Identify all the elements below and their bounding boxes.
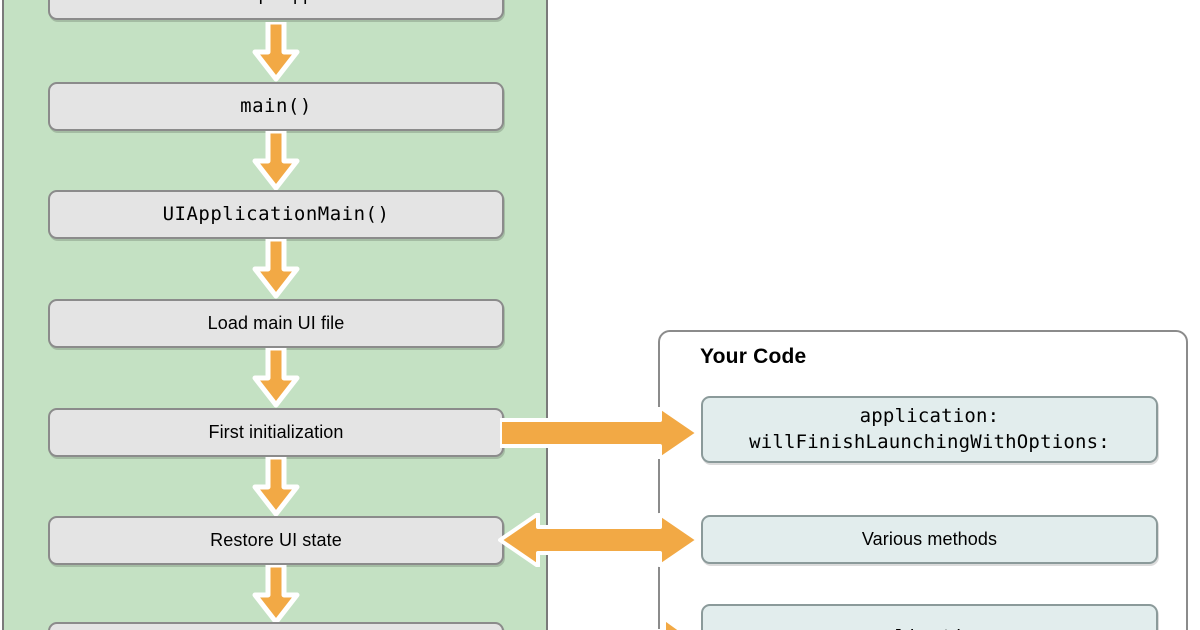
arrow-down-icon-2 xyxy=(250,131,302,191)
flow-step-label: First initialization xyxy=(208,421,344,442)
code-box-label: application: willFinishLaunchingWithOpti… xyxy=(749,405,1110,453)
code-box-various-methods[interactable]: Various methods xyxy=(701,515,1158,564)
flow-step-main[interactable]: main() xyxy=(48,82,504,131)
flow-step-uiapplicationmain[interactable]: UIApplicationMain() xyxy=(48,190,504,239)
code-box-will-finish-launching[interactable]: application: willFinishLaunchingWithOpti… xyxy=(701,396,1158,463)
connector-arrow-bidirectional-icon xyxy=(498,513,700,567)
flow-step-label: UIApplicationMain() xyxy=(162,203,390,226)
arrow-down-icon-5 xyxy=(250,457,302,517)
flow-step-user-taps-app-icon[interactable]: User taps app icon xyxy=(48,0,504,20)
flow-step-load-main-ui-file[interactable]: Load main UI file xyxy=(48,299,504,348)
connector-arrow-right-icon-2 xyxy=(640,618,702,630)
flow-step-restore-ui-state[interactable]: Restore UI state xyxy=(48,516,504,565)
arrow-down-icon-4 xyxy=(250,348,302,408)
flow-step-next-clipped[interactable] xyxy=(48,622,504,630)
arrow-down-icon-1 xyxy=(250,22,302,82)
flow-step-first-initialization[interactable]: First initialization xyxy=(48,408,504,457)
flow-step-label: Restore UI state xyxy=(210,529,342,550)
code-box-did-finish-launching-clipped[interactable]: application: xyxy=(701,604,1158,630)
flow-step-label: main() xyxy=(240,95,312,118)
code-box-label: Various methods xyxy=(861,528,998,549)
flow-step-label: User taps app icon xyxy=(200,0,352,5)
arrow-down-icon-6 xyxy=(250,565,302,625)
connector-arrow-right-icon-1 xyxy=(500,407,700,459)
your-code-heading: Your Code xyxy=(700,345,807,368)
your-code-panel xyxy=(658,330,1188,630)
arrow-down-icon-3 xyxy=(250,239,302,299)
code-box-label: application: xyxy=(860,625,1000,630)
flow-step-label: Load main UI file xyxy=(207,312,345,333)
